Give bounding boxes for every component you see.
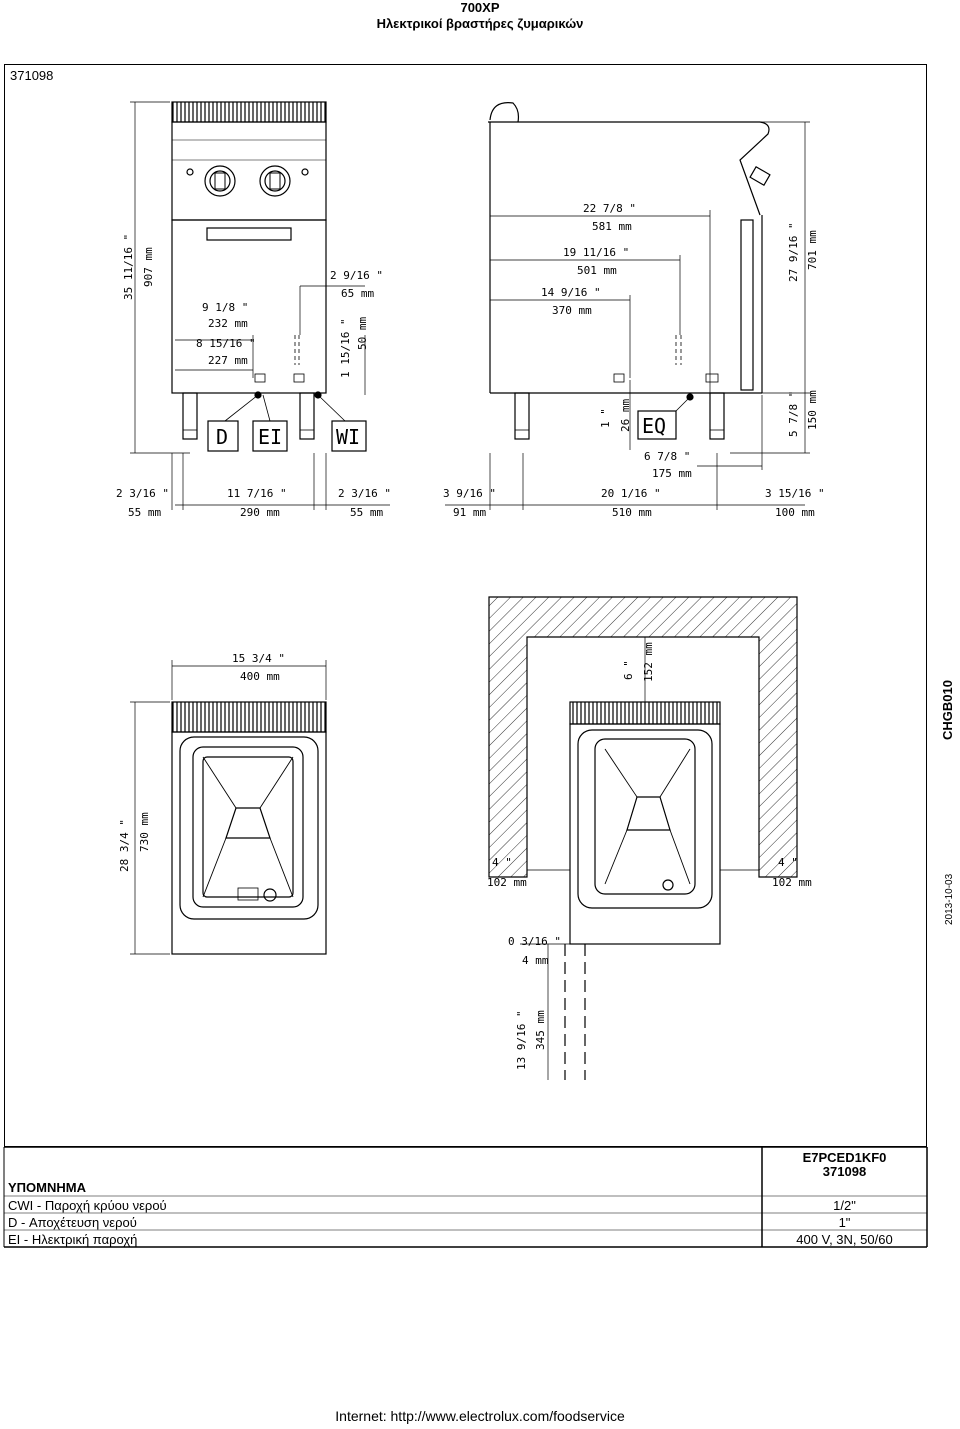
dim-clear-right-mm: 102 mm xyxy=(772,876,812,889)
dim-clear-left-in: 4 " xyxy=(492,856,512,869)
dim-b1-in: 2 3/16 " xyxy=(116,487,169,500)
dim-b3-mm: 55 mm xyxy=(350,506,383,519)
legend-row-ei: EI - Ηλεκτρική παροχή xyxy=(8,1232,138,1247)
dim-d2-mm: 227 mm xyxy=(208,354,248,367)
dim-top-depth-mm: 730 mm xyxy=(138,812,151,852)
dim-d1-mm: 232 mm xyxy=(208,317,248,330)
dim-s1-in: 22 7/8 " xyxy=(583,202,636,215)
dim-clear-left-mm: 102 mm xyxy=(487,876,527,889)
dim-s5-in: 6 7/8 " xyxy=(644,450,690,463)
label-WI: WI xyxy=(336,425,360,449)
dim-b2-mm: 290 mm xyxy=(240,506,280,519)
dim-top-depth-in: 28 3/4 " xyxy=(118,819,131,872)
model-info: E7PCED1KF0 371098 1/2" 1" 400 V, 3N, 50/… xyxy=(762,1147,927,1247)
dim-d4-in: 1 15/16 " xyxy=(339,318,352,378)
dim-s3-mm: 370 mm xyxy=(552,304,592,317)
label-EI: EI xyxy=(258,425,282,449)
dim-s4-in: 1 " xyxy=(599,408,612,428)
model-name: E7PCED1KF0 xyxy=(802,1150,887,1165)
dim-s2-in: 19 11/16 " xyxy=(563,246,629,259)
clearance-dimension-lines xyxy=(520,637,759,1080)
legend-row-cwi: CWI - Παροχή κρύου νερού xyxy=(8,1198,167,1213)
dim-front-height-in: 35 11/16 " xyxy=(122,234,135,300)
value-ei: 400 V, 3N, 50/60 xyxy=(796,1232,893,1247)
top-dimension-lines xyxy=(130,660,327,955)
footer-url[interactable]: Internet: http://www.electrolux.com/food… xyxy=(335,1408,625,1424)
side-view xyxy=(488,102,771,440)
dim-s4-mm: 26 mm xyxy=(619,399,632,432)
label-D: D xyxy=(216,425,228,449)
value-cwi: 1/2" xyxy=(833,1198,856,1213)
dim-sb2-in: 20 1/16 " xyxy=(601,487,661,500)
dim-d3-in: 2 9/16 " xyxy=(330,269,383,282)
dim-clear-top-mm: 152 mm xyxy=(642,642,655,682)
document-subtitle: Ηλεκτρικοί βραστήρες ζυμαρικών xyxy=(376,16,584,31)
dim-clear-gap-in: 0 3/16 " xyxy=(508,935,561,948)
label-EQ: EQ xyxy=(642,414,666,438)
dim-top-width-mm: 400 mm xyxy=(240,670,280,683)
clearance-view xyxy=(488,596,798,1080)
legend-row-d: D - Αποχέτευση νερού xyxy=(8,1215,137,1230)
dim-clear-gap-mm: 4 mm xyxy=(522,954,549,967)
dim-sb1-in: 3 9/16 " xyxy=(443,487,496,500)
dim-s3-in: 14 9/16 " xyxy=(541,286,601,299)
front-view xyxy=(171,101,367,452)
dim-s1-mm: 581 mm xyxy=(592,220,632,233)
dim-sb2-mm: 510 mm xyxy=(612,506,652,519)
dim-b3-in: 2 3/16 " xyxy=(338,487,391,500)
side-dimension-lines xyxy=(445,121,810,510)
dim-clear-top-in: 6 " xyxy=(622,660,635,680)
dim-s7-in: 5 7/8 " xyxy=(787,391,800,437)
dim-clear-right-in: 4 " xyxy=(778,856,798,869)
top-view xyxy=(171,701,327,955)
dim-s2-mm: 501 mm xyxy=(577,264,617,277)
front-dimension-lines xyxy=(130,101,390,510)
dim-d1-in: 9 1/8 " xyxy=(202,301,248,314)
dim-d2-in: 8 15/16 " xyxy=(196,337,256,350)
dim-s5-mm: 175 mm xyxy=(652,467,692,480)
document-title: 700XP xyxy=(460,0,500,15)
dim-s6-mm: 701 mm xyxy=(806,230,819,270)
dim-b1-mm: 55 mm xyxy=(128,506,161,519)
dim-sb3-in: 3 15/16 " xyxy=(765,487,825,500)
dim-sb1-mm: 91 mm xyxy=(453,506,486,519)
dim-sb3-mm: 100 mm xyxy=(775,506,815,519)
value-d: 1" xyxy=(838,1215,851,1230)
dim-d3-mm: 65 mm xyxy=(341,287,374,300)
dim-front-height-mm: 907 mm xyxy=(142,247,155,287)
dim-clear-depth-in: 13 9/16 " xyxy=(515,1010,528,1070)
drawing-code: 371098 xyxy=(10,68,54,83)
dim-b2-in: 11 7/16 " xyxy=(227,487,287,500)
dim-top-width-in: 15 3/4 " xyxy=(232,652,285,665)
dim-d4-mm: 50 mm xyxy=(356,317,369,350)
legend-title: ΥΠΟΜΝΗΜΑ xyxy=(8,1180,86,1195)
model-code: 371098 xyxy=(822,1164,867,1179)
dim-s7-mm: 150 mm xyxy=(806,390,819,430)
dim-clear-depth-mm: 345 mm xyxy=(534,1010,547,1050)
dim-s6-in: 27 9/16 " xyxy=(787,222,800,282)
